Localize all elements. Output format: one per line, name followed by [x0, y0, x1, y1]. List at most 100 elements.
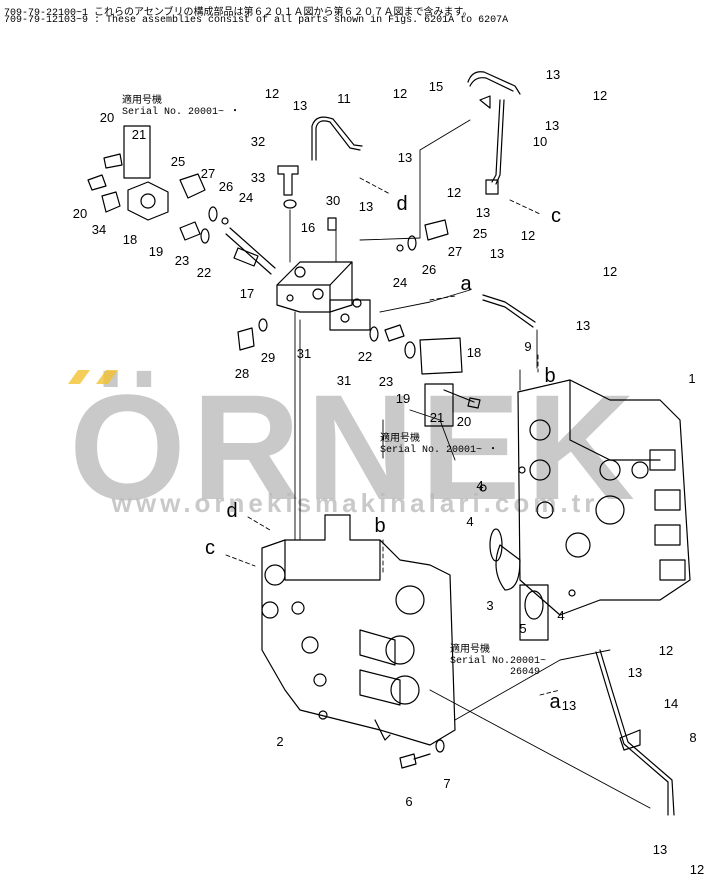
upper-valve-block [276, 261, 371, 331]
header-line-2: 709-79-12103~9 : These assemblies consis… [4, 15, 509, 26]
direction-arrows [225, 177, 561, 696]
part-number-label: 9 [524, 339, 531, 354]
part-number-label: 4 [466, 514, 473, 529]
reference-letter: a [460, 273, 472, 295]
part-number-label: 17 [240, 286, 254, 301]
reference-letter: d [226, 500, 237, 522]
part-number-label: 14 [664, 696, 678, 711]
washer-7 [435, 739, 445, 753]
fitting-25 [179, 173, 206, 199]
watermark-logo: ÖRNEK [69, 363, 641, 531]
box-5 [519, 584, 549, 641]
part-number-label: 29 [261, 350, 275, 365]
part-number-label: 16 [301, 220, 315, 235]
part-30 [327, 217, 337, 231]
reference-letter: c [205, 537, 215, 559]
serial-note-ja: 適用号機 [450, 645, 490, 656]
part-number-label: 13 [545, 118, 559, 133]
part-number-label: 11 [337, 91, 351, 106]
serial-note-extra: 26049 [510, 667, 541, 678]
part-number-label: 13 [398, 150, 412, 165]
part-number-label: 20 [457, 414, 471, 429]
serial-note-en: Serial No.20001~ [450, 656, 547, 667]
part-number-label: 15 [429, 79, 443, 94]
reference-letter: c [551, 205, 561, 227]
part-number-label: 19 [396, 391, 410, 406]
part-number-label: 21 [430, 410, 444, 425]
part-number-label: 24 [393, 275, 407, 290]
part-number-label: 34 [92, 222, 106, 237]
part-number-label: 13 [490, 246, 504, 261]
bolt-32 [277, 165, 299, 196]
reference-letter: a [549, 691, 561, 713]
part-number-label: 1 [688, 371, 695, 386]
header-line-1: 709-79-22100~1 これらのアセンブリの構成部品は第６２０１Ａ図から第… [4, 3, 473, 19]
serial-note-ja: 適用号機 [122, 96, 162, 107]
part-number-label: 20 [100, 110, 114, 125]
header-note-1: これらのアセンブリの構成部品は第６２０１Ａ図から第６２０７Ａ図まで含みます。 [94, 8, 473, 19]
serial-note-2: 適用号機 Serial No. 20001~ ・ [380, 434, 498, 456]
pipe-11 [315, 120, 361, 161]
watermark-accent [68, 370, 90, 384]
part-number-label: 23 [175, 253, 189, 268]
part-number-label: 26 [219, 179, 233, 194]
part-number-label: 24 [239, 190, 253, 205]
part-number-label: 4 [557, 608, 564, 623]
part-number-label: 13 [359, 199, 373, 214]
part-number-label: 13 [628, 665, 642, 680]
part-number-label: 18 [467, 345, 481, 360]
pipe-15 [467, 71, 521, 95]
part-number-label: 12 [659, 643, 673, 658]
part-number-label: 31 [297, 346, 311, 361]
watermark-url: www.ornekismakinalari.com.tr [111, 488, 599, 518]
elbow-34 [101, 191, 121, 213]
part-number-label: 12 [447, 185, 461, 200]
right-valve-1 [495, 379, 691, 641]
part-number-label: 8 [689, 730, 696, 745]
part-number-label: 12 [690, 862, 704, 877]
header-note-2: These assemblies consist of all parts sh… [106, 15, 509, 26]
watermark-accent [96, 370, 118, 384]
clamp-14 [619, 729, 641, 751]
part-number-label: 32 [251, 134, 265, 149]
part-number-label: 30 [326, 193, 340, 208]
part-number-label: 19 [149, 244, 163, 259]
pipe-9 [482, 294, 536, 323]
part-number-label: 5 [519, 621, 526, 636]
part-number-label: 22 [197, 265, 211, 280]
part-number-label: 26 [422, 262, 436, 277]
leader-lines [289, 119, 651, 809]
part-number-label: 13 [476, 205, 490, 220]
bolt-6 [399, 753, 417, 769]
header-code-1: 709-79-22100~1 [4, 8, 89, 19]
part-number-label: 12 [521, 228, 535, 243]
flange-18b [419, 337, 463, 375]
part-number-label: 13 [653, 842, 667, 857]
part-number-label: 22 [358, 349, 372, 364]
serial-note-en: Serial No. 20001~ ・ [380, 445, 499, 456]
plug-28 [237, 327, 255, 351]
part-number-label: 25 [171, 154, 185, 169]
part-number-label: 13 [293, 98, 307, 113]
header-code-2: 709-79-12103~9 [4, 15, 89, 26]
pipe-10 [491, 99, 501, 183]
part-number-label: 7 [443, 776, 450, 791]
part-number-label: 20 [73, 206, 87, 221]
serial-note-1: 適用号機 Serial No. 20001~ ・ [122, 96, 240, 118]
part-number-label: 31 [337, 373, 351, 388]
part-number-label: 13 [576, 318, 590, 333]
part-number-label: 10 [533, 134, 547, 149]
part-number-label: 12 [393, 86, 407, 101]
o-ring-4 [479, 484, 487, 492]
part-number-label: 12 [265, 86, 279, 101]
part-number-label: 13 [546, 67, 560, 82]
pipe-8 [599, 649, 675, 816]
part-number-label: 2 [276, 734, 283, 749]
part-number-label: 3 [486, 598, 493, 613]
o-ring-3 [489, 528, 503, 562]
part-number-label: 27 [448, 244, 462, 259]
box-21b [424, 383, 454, 427]
part-number-label: 27 [201, 166, 215, 181]
part-number-label: 6 [405, 794, 412, 809]
part-number-label: 33 [251, 170, 265, 185]
